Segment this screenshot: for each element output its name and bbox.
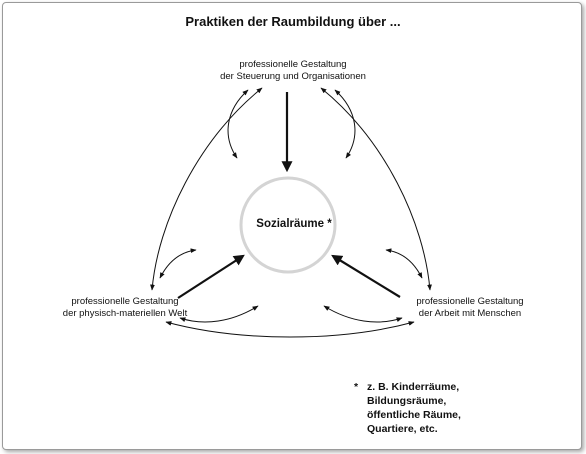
figure-frame xyxy=(2,2,582,450)
inner-arc-top-right xyxy=(334,89,356,159)
node-left-line2: der physisch-materiellen Welt xyxy=(62,308,188,319)
outer-arc-top-left xyxy=(150,87,263,291)
inner-arc-left-right xyxy=(179,305,259,323)
footnote-line: Quartiere, etc. xyxy=(367,423,438,435)
node-steuerung-organisationen: professionelle Gestaltung der Steuerung … xyxy=(193,59,393,83)
inner-arc-right-up xyxy=(385,248,423,279)
inner-arc-top-left xyxy=(227,89,249,159)
node-right-line1: professionelle Gestaltung xyxy=(416,296,524,307)
node-right-line2: der Arbeit mit Menschen xyxy=(418,308,522,319)
node-top-line1: professionelle Gestaltung xyxy=(239,59,347,70)
thick-arrow-left-to-center xyxy=(177,254,245,299)
footnote-line: Bildungsräume, xyxy=(367,395,447,407)
node-top-line2: der Steuerung und Organisationen xyxy=(220,71,366,82)
node-arbeit-mit-menschen: professionelle Gestaltung der Arbeit mit… xyxy=(390,296,550,320)
node-left-line1: professionelle Gestaltung xyxy=(71,296,179,307)
inner-arc-left-up xyxy=(159,248,197,279)
outer-arc-bottom xyxy=(165,321,415,338)
inner-arc-right-left xyxy=(323,305,403,323)
diagram-title: Praktiken der Raumbildung über ... xyxy=(185,14,401,29)
footnote-line: z. B. Kinderräume, xyxy=(367,381,460,393)
footnote-marker: * xyxy=(354,381,359,393)
center-label-sozialraeume: Sozialräume * xyxy=(256,218,332,230)
thick-arrow-right-to-center xyxy=(331,254,401,298)
footnote: * z. B. Kinderräume, Bildungsräume, öffe… xyxy=(354,380,461,436)
node-physisch-materielle-welt: professionelle Gestaltung der physisch-m… xyxy=(40,296,210,320)
footnote-line: öffentliche Räume, xyxy=(367,409,461,421)
